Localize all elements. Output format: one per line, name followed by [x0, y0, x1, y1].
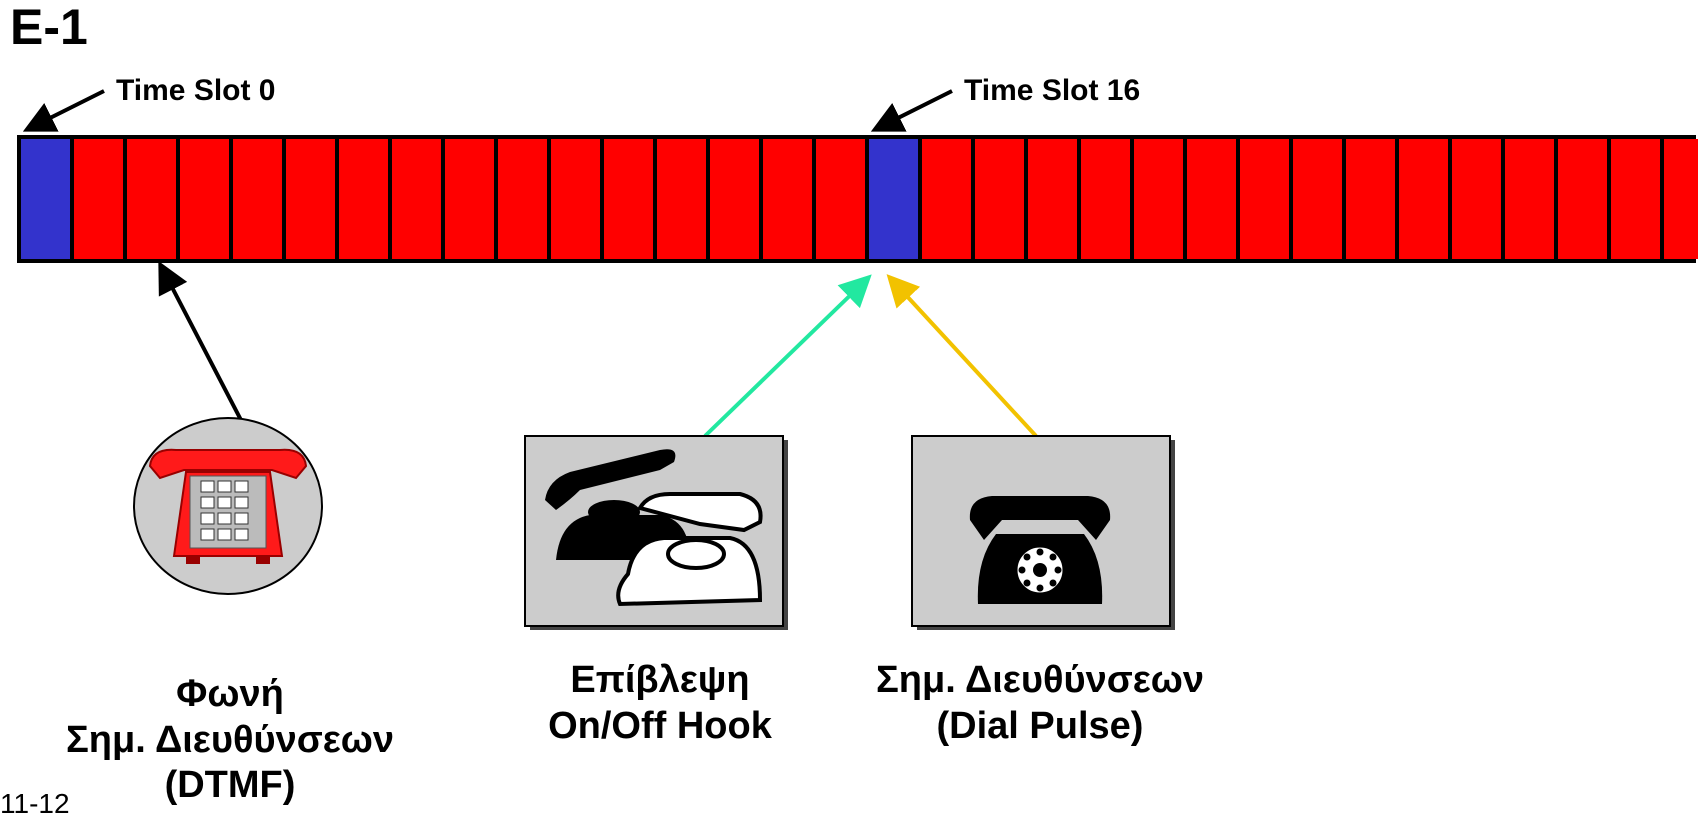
off-hook-phone-icon: [524, 435, 788, 630]
dial-pulse-caption-line1: Σημ. Διευθύνσεων: [875, 659, 1205, 701]
time-slot-14: [763, 139, 812, 259]
time-slot-20: [1081, 139, 1130, 259]
time-slot-4: [233, 139, 282, 259]
time-slot-8: [445, 139, 494, 259]
slot16-label: Time Slot 16: [964, 74, 1141, 107]
slot0-label: Time Slot 0: [116, 74, 276, 107]
time-slot-5: [286, 139, 335, 259]
dial-pulse-arrow: [886, 274, 1038, 438]
time-slot-19: [1028, 139, 1077, 259]
time-slot-27: [1452, 139, 1501, 259]
time-slot-25: [1346, 139, 1395, 259]
time-slot-7: [392, 139, 441, 259]
touch-tone-phone-icon: [133, 417, 323, 595]
time-slot-13: [710, 139, 759, 259]
time-slot-28: [1505, 139, 1554, 259]
time-slot-6: [339, 139, 388, 259]
e1-frame: [17, 135, 1698, 263]
supervision-caption-line2: On/Off Hook: [548, 704, 772, 747]
time-slot-1: [74, 139, 123, 259]
dial-pulse-caption: Σημ. Διευθύνσεων (Dial Pulse): [840, 658, 1240, 749]
voice-arrow: [158, 260, 244, 423]
page-title: E-1: [10, 0, 88, 55]
supervision-caption-line1: Επίβλεψη: [570, 659, 750, 701]
voice-caption-line1: Φωνή: [176, 673, 284, 715]
slot0-pointer-arrow: [22, 89, 105, 132]
time-slot-18: [975, 139, 1024, 259]
time-slot-21: [1134, 139, 1183, 259]
time-slot-3: [180, 139, 229, 259]
time-slot-30: [1611, 139, 1660, 259]
rotary-phone-icon: [911, 435, 1175, 630]
time-slot-31: [1664, 139, 1698, 259]
dial-pulse-caption-line2: (Dial Pulse): [936, 704, 1144, 747]
time-slot-15: [816, 139, 865, 259]
time-slot-16: [869, 139, 918, 259]
slot16-pointer-arrow: [870, 89, 953, 132]
time-slot-17: [922, 139, 971, 259]
time-slot-23: [1240, 139, 1289, 259]
page-number: 11-12: [0, 788, 70, 819]
time-slot-11: [604, 139, 653, 259]
time-slot-2: [127, 139, 176, 259]
voice-caption-line2: Σημ. Διευθύνσεων: [65, 718, 395, 761]
time-slot-12: [657, 139, 706, 259]
supervision-arrow: [703, 274, 872, 438]
voice-caption: Φωνή Σημ. Διευθύνσεων (DTMF): [20, 672, 440, 809]
time-slot-24: [1293, 139, 1342, 259]
time-slot-0: [21, 139, 70, 259]
voice-caption-line3: (DTMF): [164, 764, 296, 807]
time-slot-22: [1187, 139, 1236, 259]
supervision-caption: Επίβλεψη On/Off Hook: [500, 658, 820, 749]
time-slot-29: [1558, 139, 1607, 259]
time-slot-10: [551, 139, 600, 259]
time-slot-26: [1399, 139, 1448, 259]
time-slot-9: [498, 139, 547, 259]
